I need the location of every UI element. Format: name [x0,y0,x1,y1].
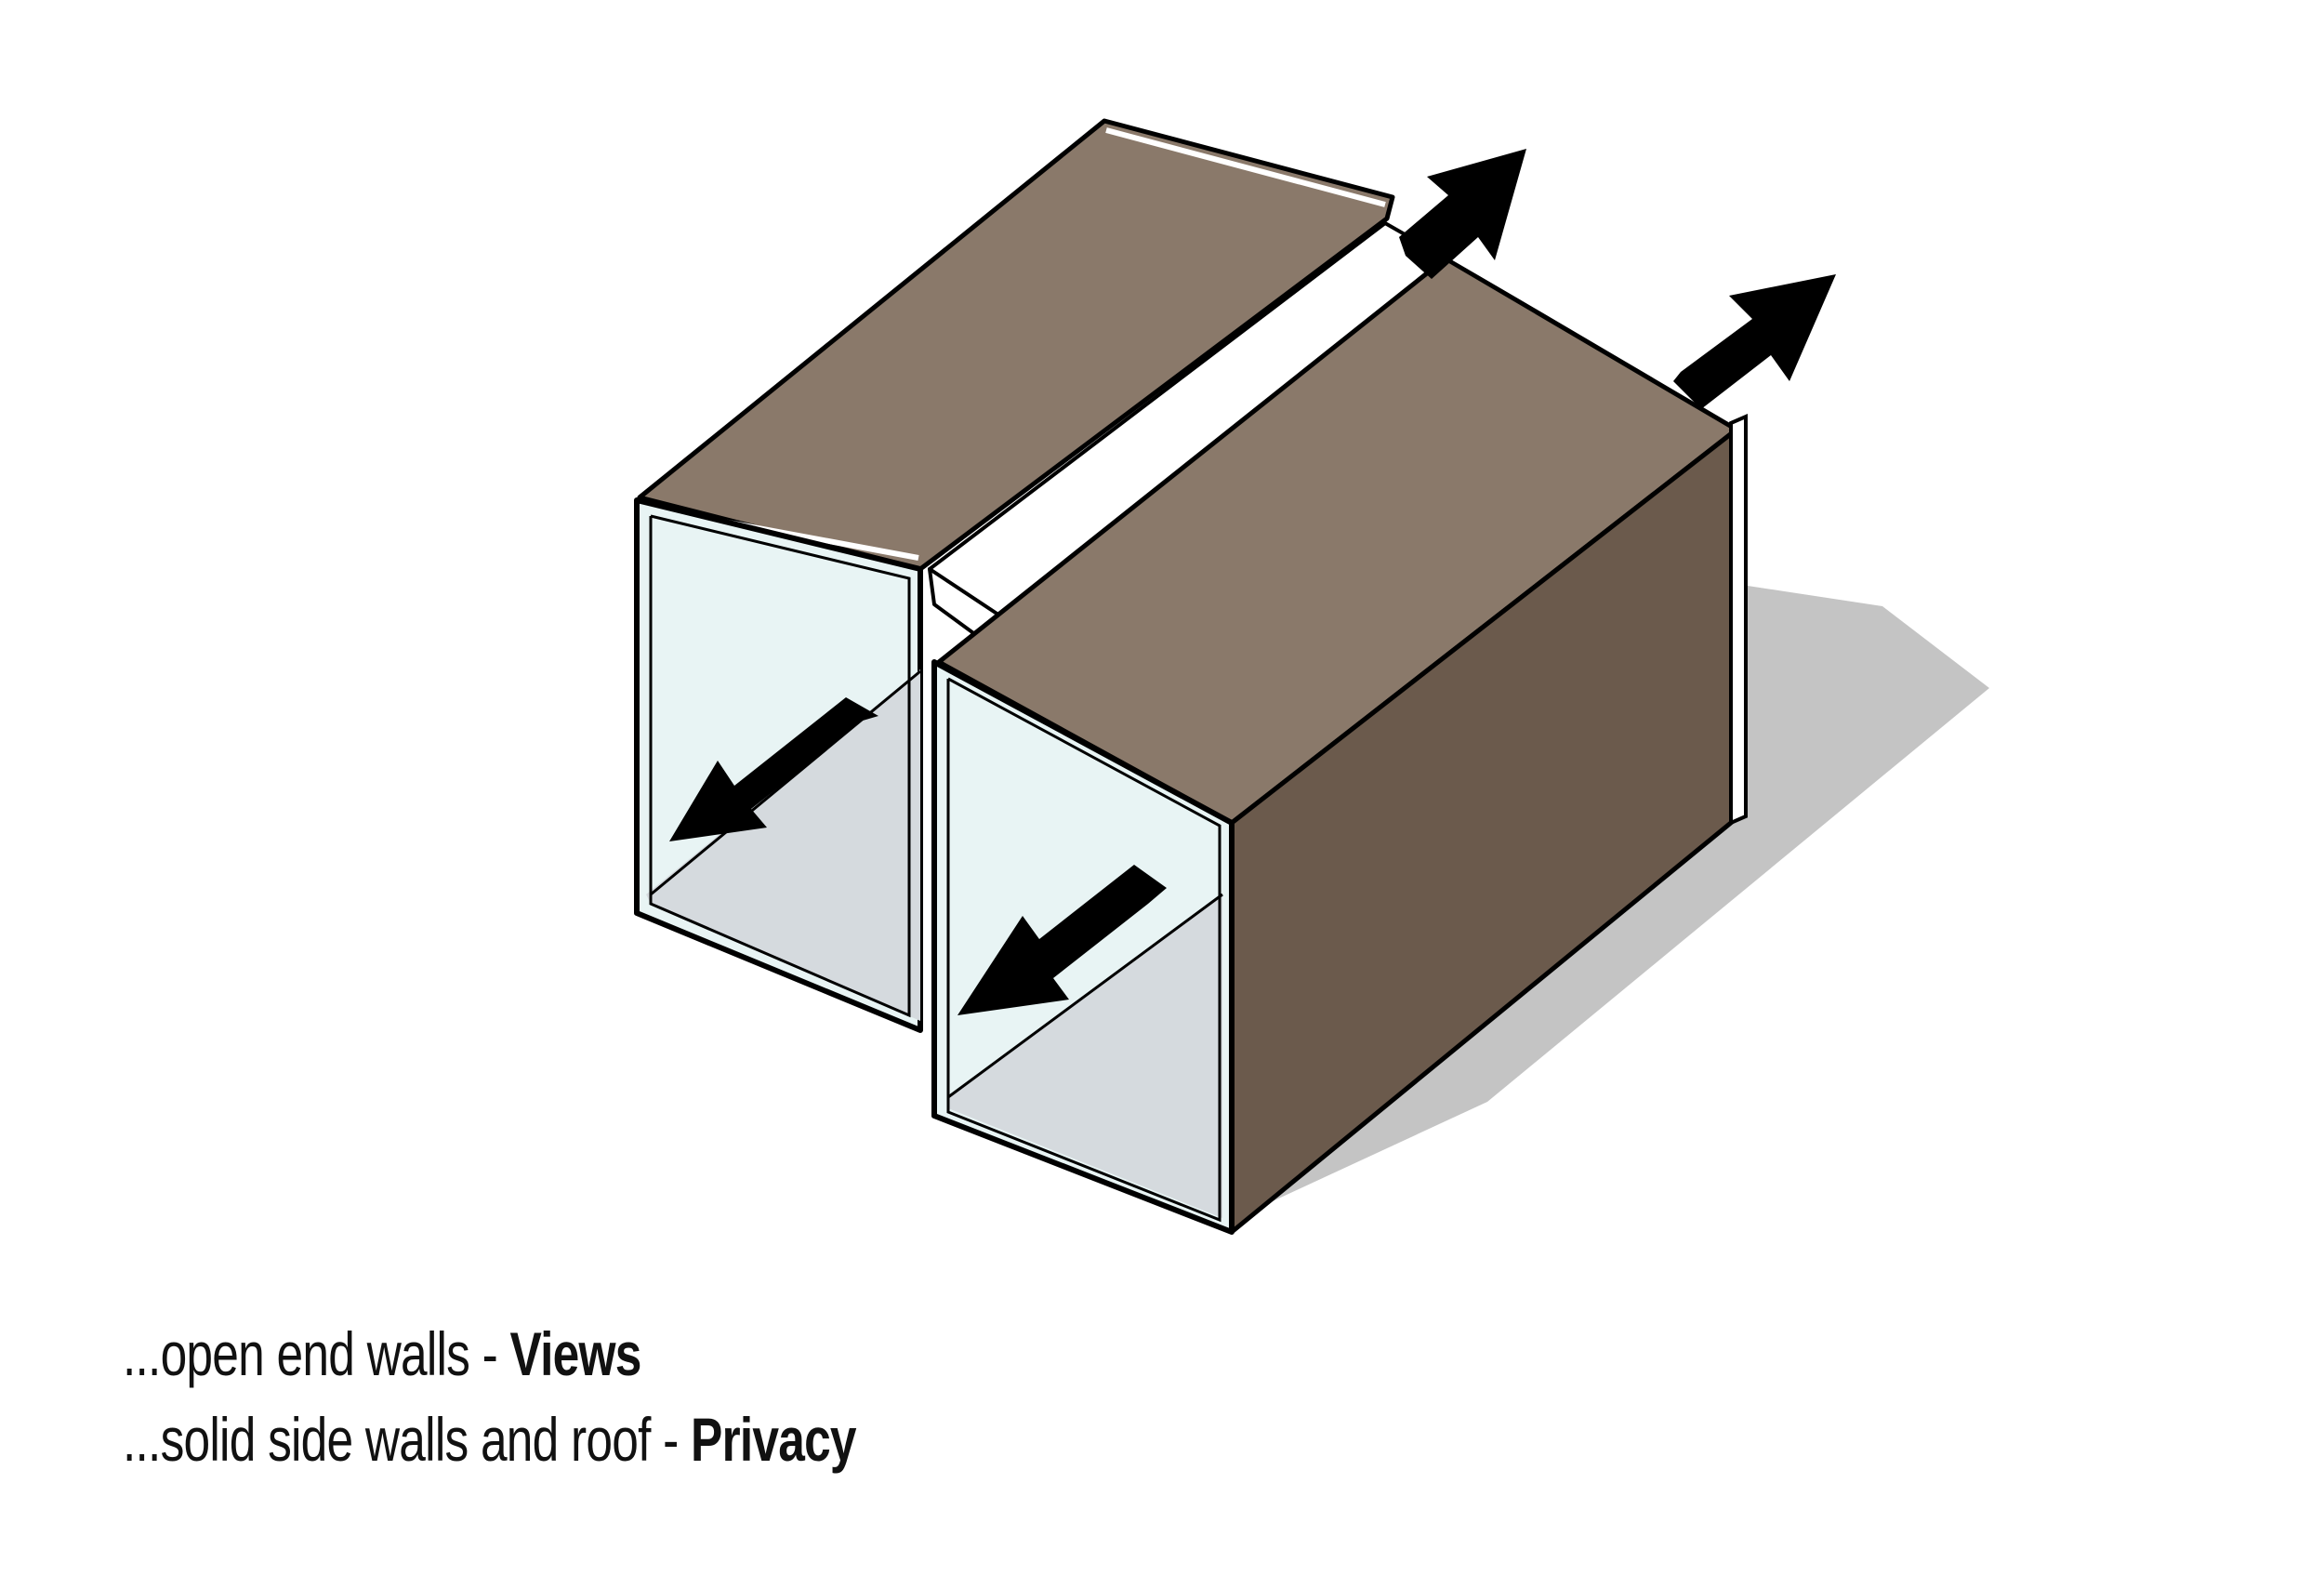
right-pavilion-floor [948,894,1222,1218]
view-arrow-right [957,865,1167,1015]
caption-privacy: ...solid side walls and roof - Privacy [123,1404,857,1475]
left-roof-edge-band [1105,127,1386,207]
right-wall-edge-fin [1729,413,1748,827]
right-glass-frame-inner [946,677,1221,1223]
caption-privacy-lead: ...solid side walls and roof - [123,1405,692,1474]
left-glass-frame-inner [649,514,911,1018]
view-arrow-left [669,697,878,841]
view-arrow-back-left [1399,149,1526,279]
caption-views: ...open end walls - Views [123,1318,641,1389]
right-floor-edge [947,893,1223,1099]
caption-views-key: Views [509,1319,642,1388]
right-roof-top-edge [1448,253,1729,419]
caption-views-lead: ...open end walls - [123,1319,510,1388]
left-pavilion-floor [646,669,920,1021]
left-floor-edge [650,669,921,896]
caption-privacy-key: Privacy [691,1405,857,1474]
view-arrow-back-right [1673,274,1836,409]
